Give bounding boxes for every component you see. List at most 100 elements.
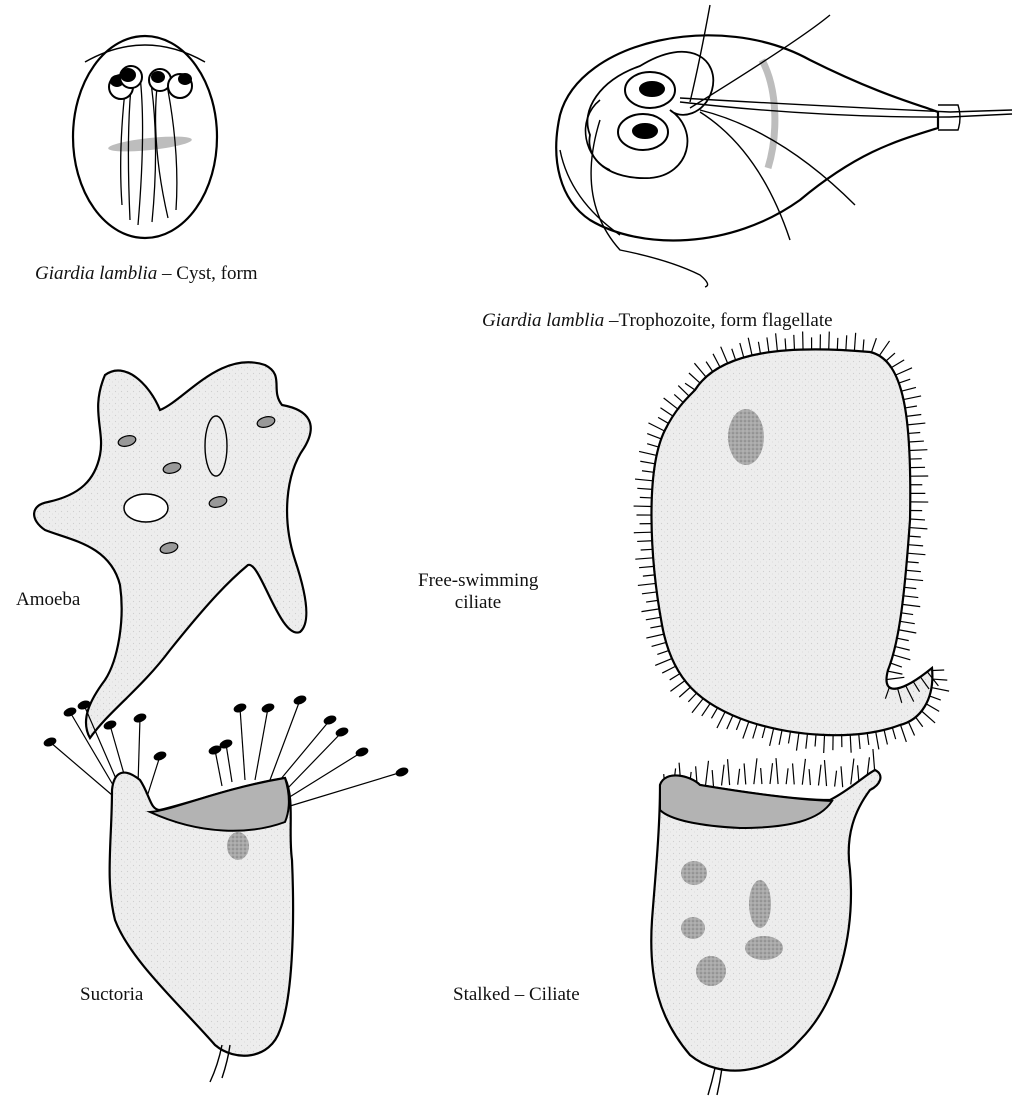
cilium [740, 343, 744, 357]
cilium [758, 342, 760, 354]
cilium [846, 335, 847, 350]
cilium [904, 587, 916, 588]
cilium [658, 417, 668, 423]
cilium [662, 666, 675, 673]
cyst-nuclei [109, 66, 192, 99]
tentacle [240, 708, 245, 780]
cilium [854, 333, 855, 351]
cilium [743, 722, 749, 739]
cilium [655, 659, 672, 666]
trophozoite-nuclei [618, 72, 675, 150]
cilium [650, 626, 662, 628]
cilium [688, 693, 696, 702]
cilium [753, 724, 757, 738]
cilium [907, 423, 925, 425]
cilium [761, 768, 762, 784]
tentacle-knob [219, 739, 233, 750]
suctoria [43, 695, 409, 1082]
cilium [899, 630, 917, 633]
cilium [648, 423, 664, 431]
cilium [744, 763, 746, 784]
cilium [886, 353, 895, 361]
cilium [646, 634, 664, 638]
cilium [829, 332, 830, 350]
cilium [863, 339, 864, 351]
trophozoite-caption: Giardia lamblia –Trophozoite, form flage… [482, 310, 833, 332]
cilium [727, 715, 733, 729]
ciliate-body [651, 349, 932, 735]
cilium [815, 735, 816, 747]
cilium [713, 354, 720, 367]
cyst-caption-scientific: Giardia lamblia [35, 263, 157, 284]
free-swimming-ciliate-label: Free-swimming ciliate [418, 570, 538, 614]
cilium [809, 769, 810, 785]
cilium [647, 444, 659, 447]
tentacle-knob [335, 727, 349, 738]
stalked-ciliate-label: Stalked – Ciliate [453, 984, 580, 1006]
cilium [705, 761, 708, 787]
cilium [776, 758, 778, 784]
tentacle-knob [153, 751, 167, 762]
cilium [657, 651, 668, 655]
cilium [916, 717, 923, 727]
cilium [652, 642, 666, 646]
tentacle [255, 708, 268, 780]
cilium [908, 722, 914, 736]
tentacle-knob [63, 707, 77, 718]
cilium [660, 408, 672, 416]
cilium [893, 655, 910, 660]
cyst-arc [85, 45, 205, 62]
cilium [670, 674, 680, 680]
stalked-ciliate [651, 749, 880, 1095]
cilium [892, 728, 895, 740]
cilium [879, 341, 889, 356]
cilium [824, 760, 826, 786]
tentacle-knob [133, 713, 147, 724]
cilium [793, 763, 795, 784]
cilium [721, 347, 728, 364]
cilium [901, 387, 916, 391]
cilium [664, 398, 678, 409]
cilium [851, 759, 854, 785]
cilium [906, 570, 921, 571]
stalked-ciliate-stalk [708, 1068, 722, 1095]
cilium [637, 488, 652, 489]
trophozoite-tail-flagella [680, 98, 1012, 130]
cilium [909, 450, 927, 451]
cilium [841, 766, 843, 787]
cilium [858, 765, 859, 781]
cilium [896, 368, 912, 375]
tentacle [288, 752, 362, 798]
tentacle-knob [233, 703, 247, 714]
cilium [736, 719, 740, 730]
tentacle-knob [261, 703, 275, 714]
cilium [640, 461, 655, 464]
cilium [642, 471, 654, 473]
cyst-wall [73, 36, 217, 238]
cilium [905, 579, 923, 581]
suctoria-label: Suctoria [80, 984, 143, 1006]
cilium [670, 681, 684, 692]
cilium [785, 338, 786, 350]
cilium [908, 432, 920, 433]
trophozoite-caption-scientific: Giardia lamblia [482, 310, 604, 331]
cilium [907, 562, 919, 563]
cilium [802, 759, 805, 785]
cilium [641, 549, 653, 550]
cilium [900, 621, 915, 623]
trophozoite-median-body [762, 60, 775, 168]
cilium [706, 362, 713, 372]
cilium [837, 338, 838, 350]
cilium [871, 338, 876, 352]
cilium [722, 765, 725, 786]
cilium [717, 712, 725, 728]
cilium [711, 708, 717, 718]
cilium [910, 519, 925, 520]
cilium [754, 758, 757, 784]
cilium [692, 699, 703, 713]
tentacle [138, 718, 140, 785]
cilium [905, 406, 917, 408]
cilium [640, 497, 652, 498]
cyst-caption: Giardia lamblia – Cyst, form [35, 263, 258, 285]
